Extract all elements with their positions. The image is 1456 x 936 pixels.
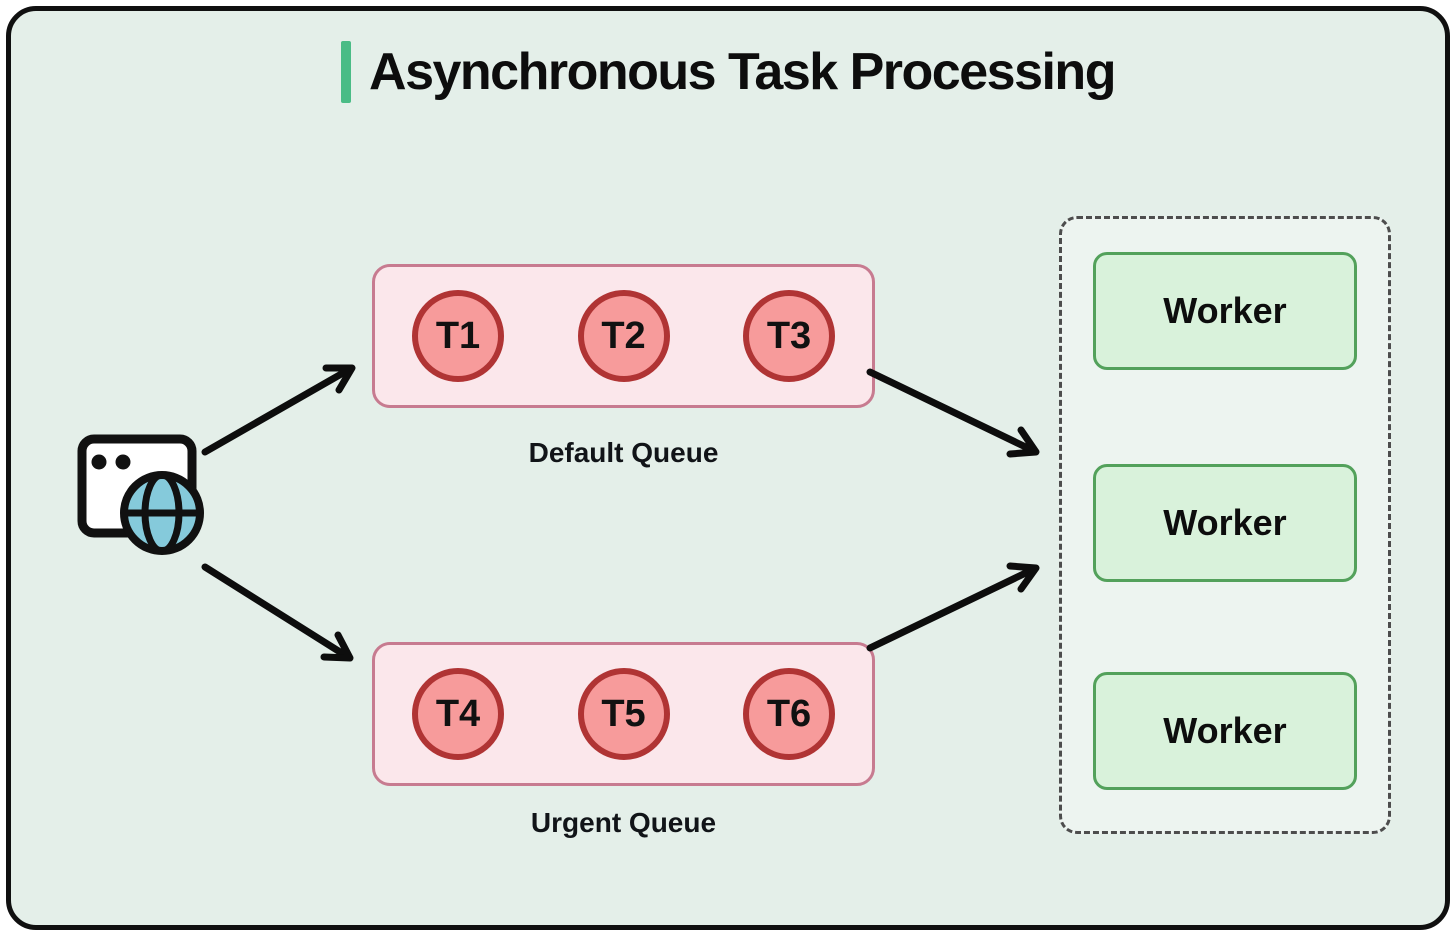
- title-row: Asynchronous Task Processing: [11, 41, 1445, 103]
- task-circle-t3: T3: [743, 290, 835, 382]
- urgent-queue-label: Urgent Queue: [530, 807, 717, 838]
- task-circle-t6: T6: [743, 668, 835, 760]
- task-circle-t5: T5: [577, 668, 670, 760]
- workers-panel: Worker Worker Worker: [1059, 216, 1391, 834]
- diagram-canvas: Asynchronous Task Processing T1 T2 T3 De…: [6, 6, 1450, 930]
- task-circle-t2: T2: [577, 290, 670, 382]
- task-circle-t1: T1: [412, 290, 504, 382]
- default-queue-box: T1 T2 T3: [372, 264, 875, 408]
- globe-shape: [120, 471, 204, 555]
- browser-globe-icon: [77, 434, 204, 555]
- default-queue-label: Default Queue: [528, 437, 719, 468]
- browser-dot-2: [115, 454, 131, 470]
- title-accent-bar: [341, 41, 352, 103]
- task-circle-t4: T4: [412, 668, 504, 760]
- worker-box-3: Worker: [1093, 672, 1357, 790]
- page-title: Asynchronous Task Processing: [369, 43, 1116, 101]
- urgent-queue-box: T4 T5 T6: [372, 642, 875, 786]
- browser-dot-1: [91, 454, 107, 470]
- worker-box-2: Worker: [1093, 464, 1357, 582]
- worker-box-1: Worker: [1093, 252, 1357, 370]
